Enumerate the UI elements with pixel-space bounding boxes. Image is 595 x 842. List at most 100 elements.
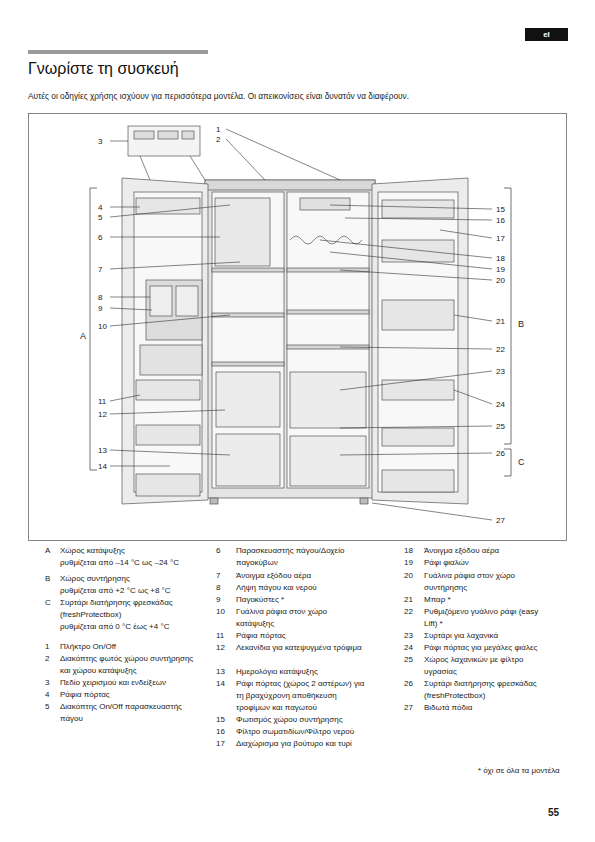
key-text: ρυθμίζεται από +2 °C ως +8 °C [60, 585, 205, 597]
leader-line [330, 205, 492, 209]
leader-line [110, 237, 220, 238]
key-text: Πλήκτρο On/Off [60, 641, 200, 653]
leader-line [110, 141, 128, 142]
key-text: Παρασκευαστής πάγου/Δοχείο παγοκύβων [236, 545, 366, 569]
key-number: 6 [216, 545, 220, 557]
fresh-drawer [290, 436, 366, 486]
bracket [504, 449, 511, 476]
callout-number: 20 [496, 275, 505, 287]
key-text: Ημερολόγιο κατάψυξης [236, 666, 386, 678]
key-text: Χώρος λαχανικών με φίλτρο υγρασίας [424, 654, 549, 678]
key-number: 10 [216, 606, 225, 618]
door-shelf [382, 428, 454, 446]
key-number: 5 [45, 701, 49, 713]
ice-maker [215, 198, 270, 266]
leader-line [372, 503, 492, 520]
key-number: 27 [404, 702, 413, 714]
key-text: Γυάλινα ράφια στον χώρο κατάψυξης [236, 606, 366, 630]
leader-line [110, 395, 140, 401]
key-number: 12 [216, 642, 225, 654]
callout-number: 17 [496, 233, 505, 245]
key-text: Συρτάρι διατήρησης φρεσκάδας (freshProte… [424, 678, 549, 702]
key-text: Μπαρ * [424, 594, 574, 606]
key-text: Ράφι πόρτας για μεγάλες φιάλες [424, 642, 584, 654]
vegetable-drawer [290, 372, 366, 428]
left-door [122, 178, 208, 504]
key-text: Χώρος κατάψυξης [60, 545, 200, 557]
key-number: 1 [45, 641, 49, 653]
key-text: ρυθμίζεται από 0 °C έως +4 °C [60, 621, 205, 633]
key-text: Διακόπτης On/Off παρασκευαστής πάγου [60, 701, 205, 725]
key-letter: B [45, 573, 50, 585]
key-text: Άνοιγμα εξόδου αέρα [424, 545, 574, 557]
brackets [90, 188, 511, 476]
callout-number: 21 [496, 316, 505, 328]
key-number: 8 [216, 582, 220, 594]
leader-line [340, 371, 492, 390]
key-number: 7 [216, 570, 220, 582]
leader-line [110, 450, 230, 455]
callout-number: 2 [216, 134, 220, 146]
bottle-rack [290, 236, 362, 244]
callout-number: 4 [98, 202, 102, 214]
callout-number: 12 [98, 409, 107, 421]
callout-number: 6 [98, 232, 102, 244]
ice-pack [150, 286, 172, 316]
key-text: Συρτάρι διατήρησης φρεσκάδας (freshProte… [60, 597, 200, 621]
key-text: Λήψη πάγου και νερού [236, 582, 386, 594]
leader-line [110, 262, 240, 269]
key-text: Διακόπτης φωτός χώρου συντήρησης και χώρ… [60, 653, 195, 677]
door-shelf [382, 470, 454, 492]
leader-line [340, 426, 492, 428]
foot [210, 498, 218, 504]
key-text: Ράφια πόρτας [236, 630, 386, 642]
glass-shelf [212, 268, 284, 272]
key-text: Συρτάρι για λαχανικά [424, 630, 574, 642]
inset-line [140, 156, 150, 180]
panel [128, 126, 200, 156]
callout-number: 27 [496, 515, 505, 527]
key-text: Παγοκύστες * [236, 594, 386, 606]
key-text: Ρυθμιζόμενο γυάλινο ράφι (easy Lift) * [424, 606, 539, 630]
leader-line [110, 315, 230, 326]
panel-field [158, 131, 178, 139]
callout-number: 5 [98, 212, 102, 224]
leader-line [226, 129, 340, 180]
key-number: 15 [216, 714, 225, 726]
callout-number: 7 [98, 264, 102, 276]
key-text: Φίλτρο σωματιδίων/Φίλτρο νερού [236, 726, 396, 738]
figure-frame [29, 114, 567, 541]
key-number: 11 [216, 630, 224, 642]
ice-pack [176, 286, 198, 316]
page-title: Γνωρίστε τη συσκευή [28, 60, 179, 78]
key-text: Χώρος συντήρησης [60, 573, 200, 585]
key-text: Ράφια πόρτας [60, 689, 200, 701]
leader-line [110, 205, 230, 217]
callout-number: 11 [98, 396, 106, 408]
inset-line [190, 156, 205, 180]
leader-line [226, 139, 265, 180]
key-text: Διαχώρισμα για βούτυρο και τυρί [236, 738, 396, 750]
callout-number: 8 [98, 292, 102, 304]
subtitle: Αυτές οι οδηγίες χρήσης ισχύουν για περι… [28, 90, 573, 102]
control-panel-inset [128, 126, 205, 180]
callout-number: 24 [496, 399, 505, 411]
key-number: 3 [45, 677, 49, 689]
leader-line [454, 390, 492, 404]
door-shelf [382, 380, 454, 400]
key-text: Λεκανίδια για κατεψυγμένα τρόφιμα [236, 642, 366, 654]
key-text: Άνοιγμα εξόδου αέρα [236, 570, 386, 582]
language-tab: el [525, 28, 568, 41]
key-text: Ράφι πόρτας (χώρος 2 αστέρων) για τη βρα… [236, 678, 366, 714]
foot [360, 498, 368, 504]
door-shelf [136, 380, 200, 400]
callout-number: 9 [98, 303, 102, 315]
key-number: 17 [216, 738, 225, 750]
fridge-light [300, 198, 350, 210]
key-text: Πεδίο χειρισμού και ενδείξεων [60, 677, 200, 689]
leader-line [110, 410, 225, 414]
callout-number: 16 [496, 215, 505, 227]
leader-lines [110, 129, 492, 520]
key-number: 14 [216, 678, 225, 690]
callout-number: 14 [98, 461, 107, 473]
